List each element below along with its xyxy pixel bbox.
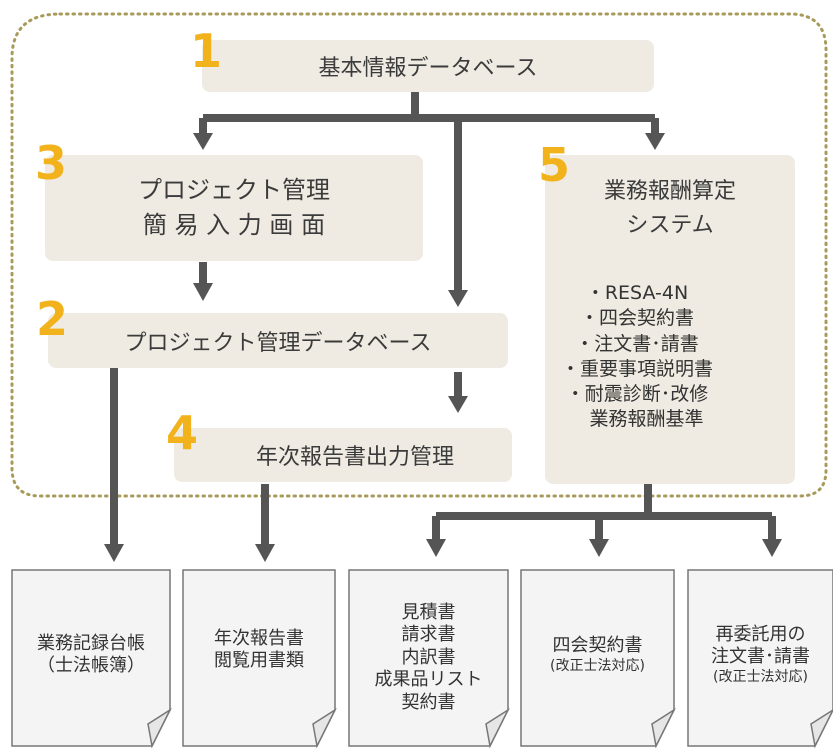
fee-system-line2: システム <box>626 213 714 239</box>
step-number-4: 4 <box>166 406 199 460</box>
document-four-party-contract: 四会契約書 (改正士法対応) <box>521 570 674 740</box>
project-database-box: プロジェクト管理データベース <box>48 313 508 368</box>
document-line: 年次報告書 <box>214 627 304 649</box>
document-line: 再委託用の <box>715 623 806 645</box>
annual-report-label: 年次報告書出力管理 <box>255 445 454 470</box>
project-input-screen-line1: プロジェクト管理 <box>138 176 330 205</box>
project-input-screen-box: プロジェクト管理 簡 易 入 力 画 面 <box>45 155 423 261</box>
step-number-2: 2 <box>36 292 69 346</box>
document-line: 見積書 <box>401 601 456 623</box>
annual-report-box: 年次報告書出力管理 <box>174 428 512 482</box>
fee-system-item: ・RESA-4N <box>585 282 689 304</box>
fee-system-item: ・耐震診断･改修 <box>565 383 709 406</box>
project-input-screen-line2: 簡 易 入 力 画 面 <box>142 211 326 239</box>
fee-system-item: ・重要事項説明書 <box>561 357 714 380</box>
document-estimates: 見積書 請求書 内訳書 成果品リスト 契約書 <box>349 570 508 746</box>
fee-system-box: 業務報酬算定 システム ・RESA-4N ・四会契約書 ・注文書･請書 ・重要事… <box>545 155 795 484</box>
document-line: 四会契約書 <box>552 635 643 656</box>
fee-system-item: ・四会契約書 <box>580 307 695 330</box>
document-business-record: 業務記録台帳 （士法帳簿） <box>12 570 170 740</box>
document-annual-report: 年次報告書 閲覧用書類 <box>183 570 335 730</box>
document-line: （士法帳簿） <box>37 655 145 676</box>
document-line: 契約書 <box>401 691 456 713</box>
project-database-label: プロジェクト管理データベース <box>124 330 432 356</box>
document-note: (改正士法対応) <box>550 657 645 674</box>
document-line: 注文書･請書 <box>711 646 810 668</box>
fee-system-item: ・注文書･請書 <box>575 332 699 355</box>
fee-system-list: ・RESA-4N ・四会契約書 ・注文書･請書 ・重要事項説明書 ・耐震診断･改… <box>561 281 713 433</box>
step-number-5: 5 <box>538 138 571 192</box>
step-number-3: 3 <box>35 136 68 190</box>
basic-info-database-box: 基本情報データベース <box>202 40 654 92</box>
document-line: 成果品リスト <box>374 669 483 691</box>
document-line: 内訳書 <box>401 646 456 668</box>
fee-system-line1: 業務報酬算定 <box>603 179 736 204</box>
step-number-1: 1 <box>190 24 223 78</box>
document-line: 請求書 <box>401 624 456 646</box>
document-line: 業務記録台帳 <box>37 632 145 654</box>
fee-system-item: 業務報酬基準 <box>570 408 704 431</box>
basic-info-database-label: 基本情報データベース <box>318 56 538 81</box>
document-line: 閲覧用書類 <box>214 650 304 671</box>
document-note: (改正士法対応) <box>713 668 808 685</box>
document-subcontract-order: 再委託用の 注文書･請書 (改正士法対応) <box>688 570 833 740</box>
